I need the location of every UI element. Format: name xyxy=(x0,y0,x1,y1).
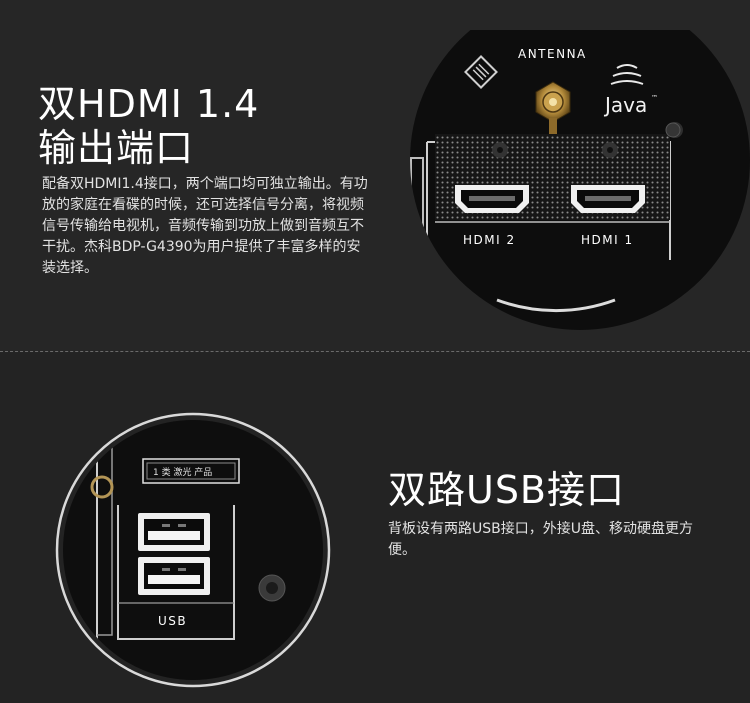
usb-port-bottom xyxy=(138,557,210,595)
hdmi-section-title: 双HDMI 1.4 输出端口 xyxy=(38,82,368,170)
antenna-connector-icon xyxy=(535,81,571,134)
usb-section-title: 双路USB接口 xyxy=(388,468,626,512)
antenna-label: ANTENNA xyxy=(518,47,587,61)
usb-ports-photo: AL 1 类 激光 产品 USB xyxy=(55,412,331,688)
hdmi-port-1 xyxy=(571,185,645,213)
hdmi-title-line2: 输出端口 xyxy=(38,126,195,170)
java-logo: Java ™ xyxy=(603,64,658,117)
java-label: Java xyxy=(603,93,647,117)
hdmi-title-line1: 双HDMI 1.4 xyxy=(38,82,260,126)
edge-label: AL xyxy=(80,434,97,448)
hdmi-2-label: HDMI 2 xyxy=(463,233,516,247)
screw-icon xyxy=(258,574,286,602)
usb-label: USB xyxy=(158,614,187,628)
usb-port-top xyxy=(138,513,210,551)
hdmi-port-2 xyxy=(455,185,529,213)
section-divider xyxy=(0,351,750,352)
hdmi-1-label: HDMI 1 xyxy=(581,233,634,247)
usb-section-description: 背板设有两路USB接口，外接U盘、移动硬盘更方便。 xyxy=(388,521,693,558)
java-tm: ™ xyxy=(651,94,658,102)
disc-logo-icon xyxy=(464,55,498,89)
hdmi-section-description: 配备双HDMI1.4接口，两个端口均可独立输出。有功放的家庭在看碟的时候，还可选… xyxy=(42,176,368,276)
hdmi-ports-photo: HDMI 2 HDMI 1 ANTENNA Java ™ xyxy=(410,30,750,330)
laser-product-sticker: 1 类 激光 产品 xyxy=(153,466,212,478)
